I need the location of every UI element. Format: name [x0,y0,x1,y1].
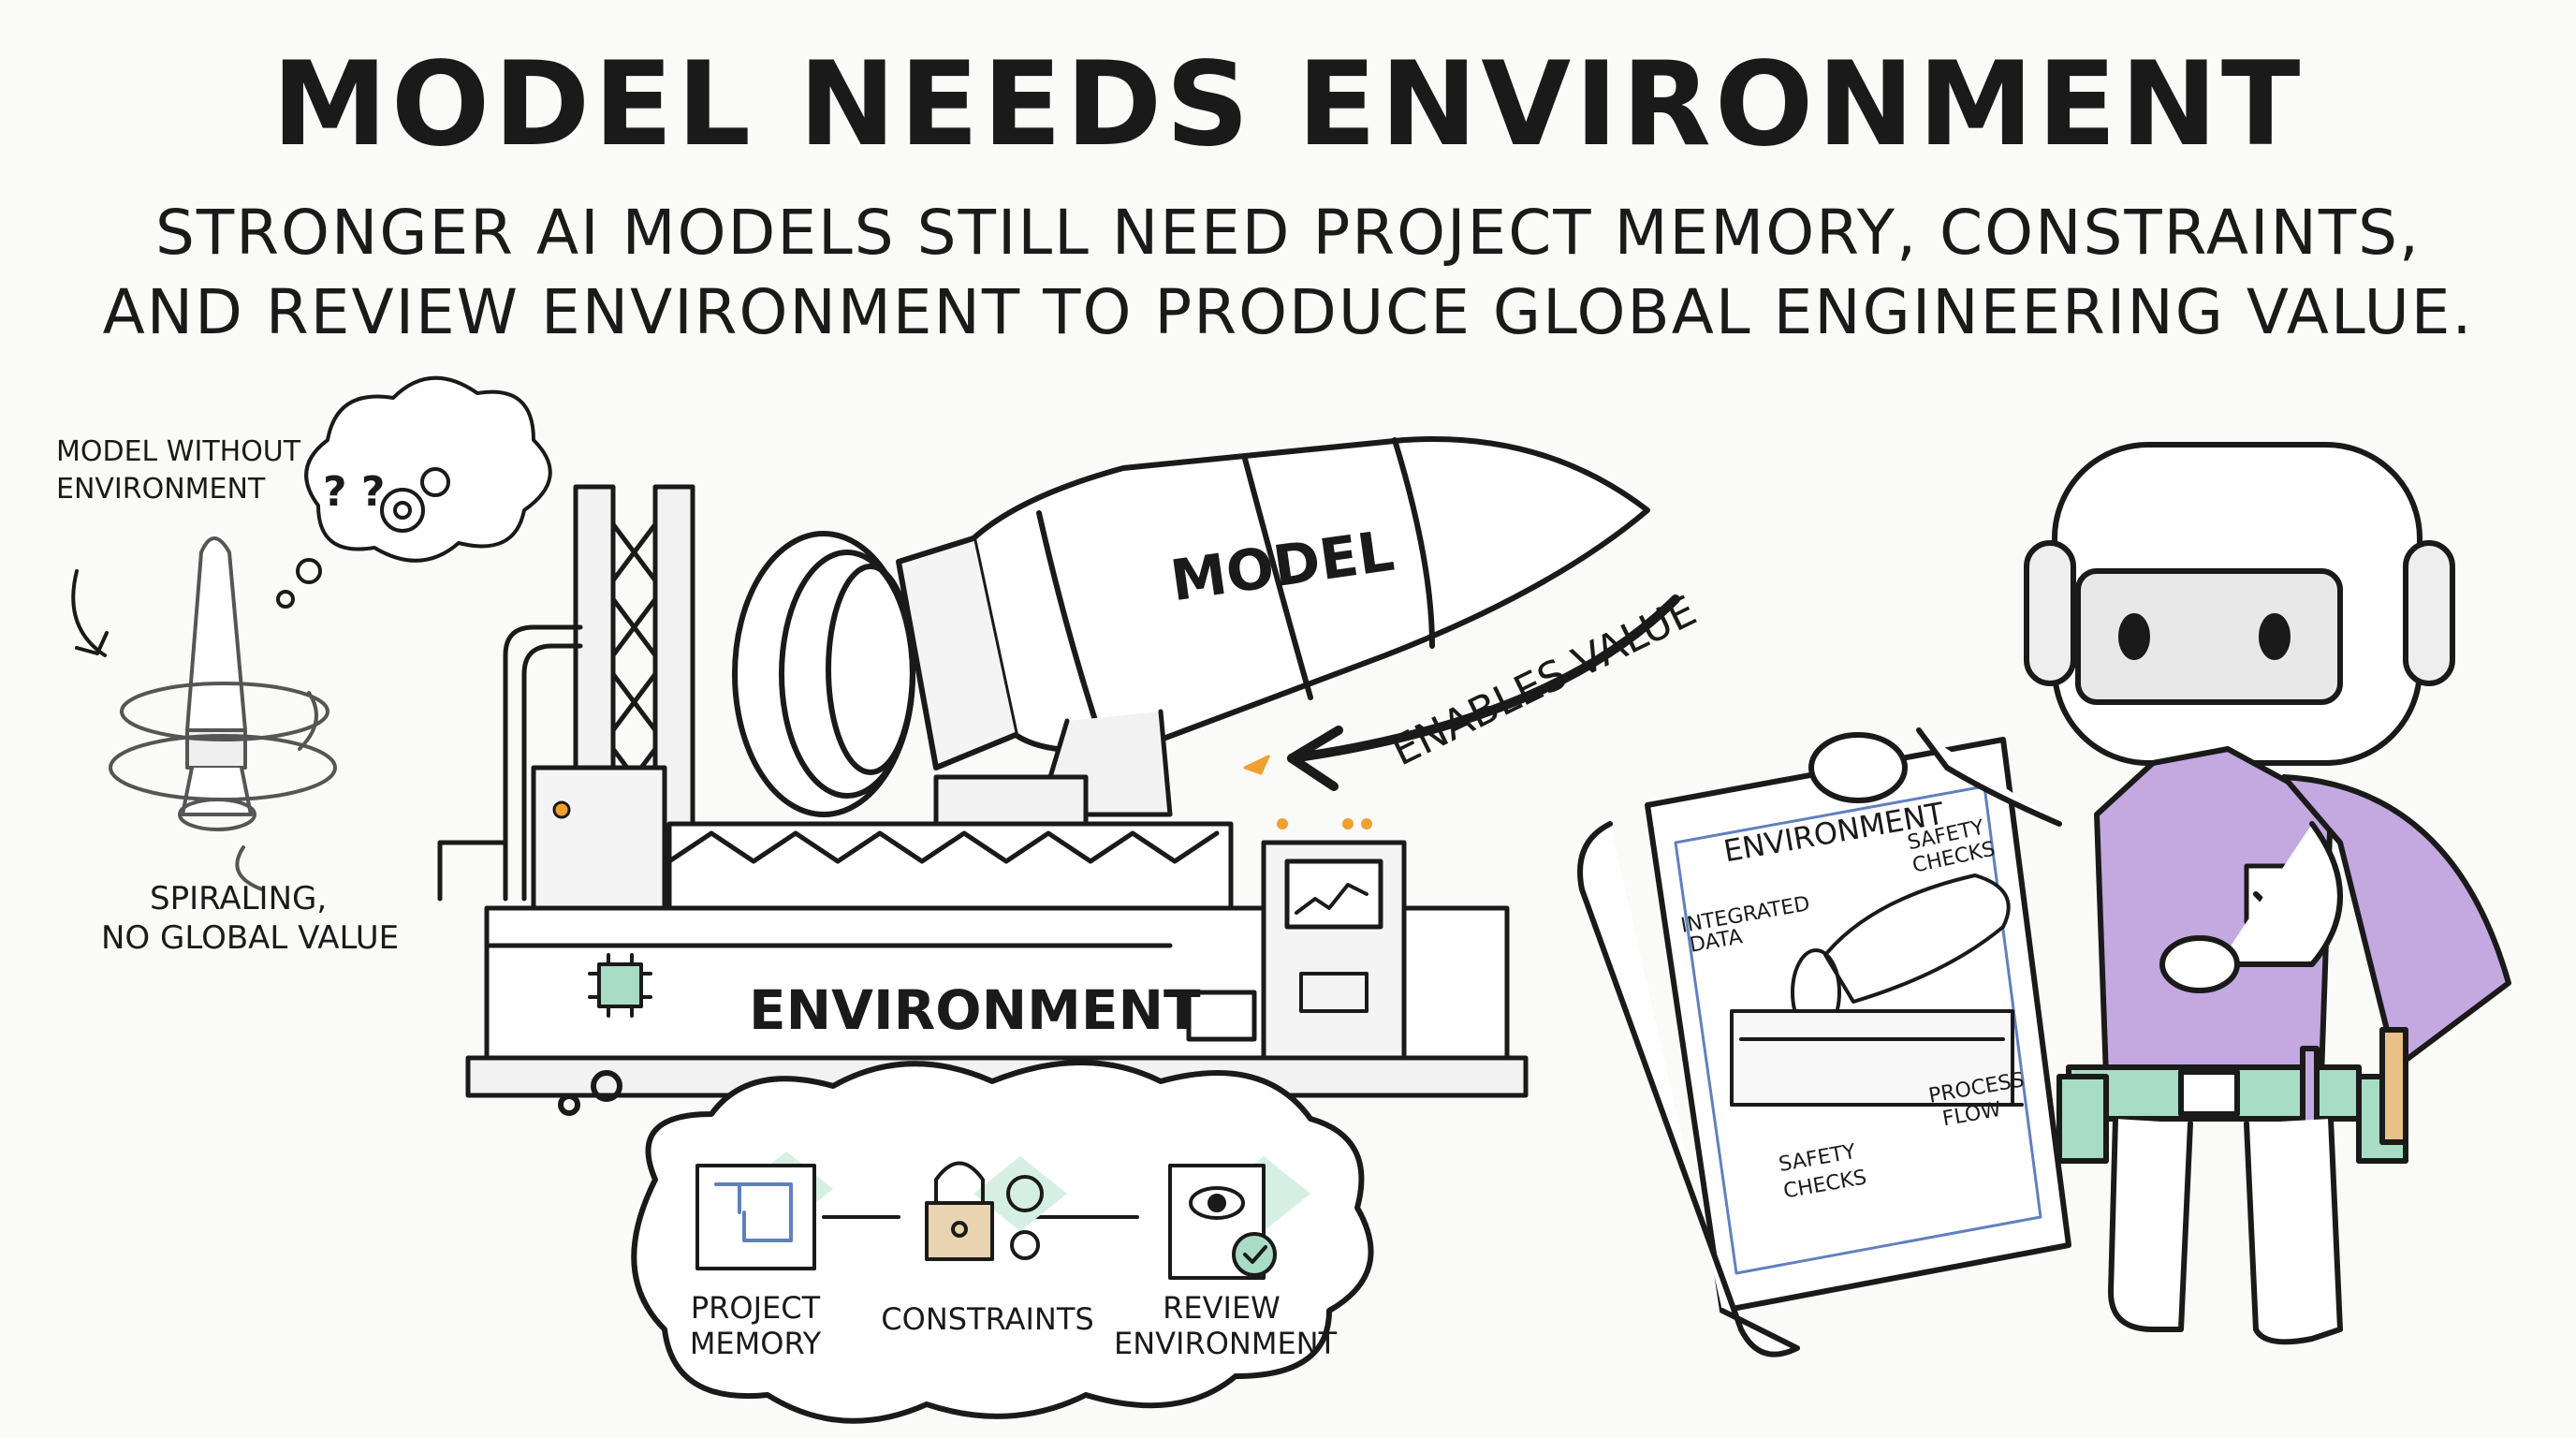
cloud-item-constraints: CONSTRAINTS [881,1301,1094,1337]
left-caption-top-2: ENVIRONMENT [56,473,266,506]
gear-icon [380,467,450,533]
lock-gear-icon [925,1156,1067,1261]
mini-rocket-sketch [1730,873,2024,1107]
cloud-item-review-environment: REVIEW ENVIRONMENT [1114,1290,1338,1361]
spiraling-rocket-icon [109,536,337,891]
left-caption-top-1: MODEL WITHOUT [56,435,301,468]
cloud-item-line-2: ENVIRONMENT [1114,1326,1338,1361]
thought-question-marks: ? ? [323,468,386,516]
model-rocket [732,435,1650,817]
page-title: MODEL NEEDS ENVIRONMENT [271,37,2305,172]
enables-value-arrow [1287,594,1680,791]
cloud-item-line-1: REVIEW [1163,1290,1281,1326]
platform-label: ENVIRONMENT [749,978,1201,1042]
left-caption-bottom-1: SPIRALING, [150,880,328,917]
chip-icon [588,953,652,1018]
subtitle-line-2: AND REVIEW ENVIRONMENT TO PRODUCE GLOBAL… [102,276,2474,348]
cloud-item-line-2: MEMORY [689,1326,822,1361]
blueprint-icon [695,1152,833,1270]
left-caption-bottom-2: NO GLOBAL VALUE [101,919,400,957]
robot-engineer [1808,442,2511,1345]
cloud-item-project-memory: PROJECT MEMORY [676,1290,835,1361]
requirements-cloud [558,1060,1374,1424]
review-clipboard-icon [1168,1156,1310,1280]
cloud-item-line-1: PROJECT [690,1290,821,1326]
subtitle-line-1: STRONGER AI MODELS STILL NEED PROJECT ME… [154,197,2422,269]
